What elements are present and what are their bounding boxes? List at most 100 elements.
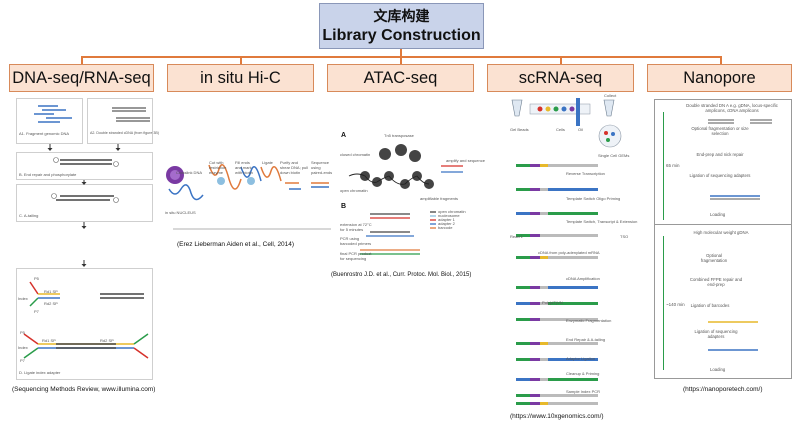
title-chinese: 文库构建 bbox=[373, 9, 430, 25]
category-atac: ATAC-seq bbox=[327, 64, 474, 92]
scrna-construct-segment bbox=[530, 402, 540, 405]
nanopore-divider bbox=[654, 224, 792, 225]
scrna-construct-segment bbox=[540, 318, 548, 321]
scrna-construct-segment bbox=[540, 378, 548, 381]
atac-label-fragments: amplifiable fragments bbox=[420, 196, 459, 201]
atac-panel-a-label: A bbox=[341, 132, 347, 139]
scrna-construct-segment bbox=[540, 358, 548, 361]
hi-c-graphic bbox=[166, 164, 331, 230]
scrna-construct-segment bbox=[540, 402, 548, 405]
dna-fragments-graphic bbox=[34, 105, 150, 123]
scrna-construct-segment bbox=[548, 302, 598, 305]
scrna-construct-segment bbox=[530, 318, 540, 321]
scrna-construct-segment bbox=[516, 188, 530, 191]
nanopore-bottom-barcode-graphic bbox=[708, 321, 758, 323]
dna-step-c-panel bbox=[16, 184, 153, 222]
nanopore-bottom-step-1: Optional fragmentation bbox=[700, 253, 728, 263]
connector-hi-c bbox=[240, 56, 242, 64]
scrna-label-oil: Oil bbox=[578, 127, 583, 132]
dna-seq-source: (Sequencing Methods Review, www.illumina… bbox=[12, 386, 156, 393]
scrna-construct-segment bbox=[548, 358, 598, 361]
scrna-construct-segment bbox=[516, 302, 530, 305]
connector-vertical-main bbox=[400, 49, 402, 57]
scrna-label-polydt: Poly(dT)VN bbox=[542, 300, 563, 305]
dna-label-p5-bottom: P5 bbox=[20, 330, 25, 335]
scrna-construct-segment bbox=[516, 234, 530, 237]
atac-transposition-graphic bbox=[348, 144, 463, 189]
hi-c-step-purify: Purify and shear DNA; pull down biotin bbox=[280, 160, 309, 175]
scrna-construct-segment bbox=[516, 164, 530, 167]
atac-label-open: open chromatin bbox=[340, 188, 368, 193]
dna-seq-arrowhead bbox=[47, 148, 53, 151]
scrna-construct-segment bbox=[516, 286, 530, 289]
connector-atac bbox=[400, 56, 402, 64]
nanopore-panel bbox=[654, 99, 792, 379]
scrna-step-7: Adaptor Ligation bbox=[566, 356, 596, 361]
category-dna-seq: DNA-seq/RNA-seq bbox=[9, 64, 154, 92]
dna-step-d-caption: D. Ligate index adapter bbox=[19, 370, 61, 375]
nanopore-top-adapter-graphic bbox=[710, 195, 760, 200]
connector-nanopore bbox=[720, 56, 722, 64]
scrna-label-read1: Read 1 bbox=[510, 234, 523, 239]
nanopore-bottom-step-3: Ligation of barcodes bbox=[690, 303, 730, 308]
dna-a-tailing-graphic bbox=[51, 193, 119, 203]
title-english: Library Construction bbox=[322, 27, 481, 44]
dna-seq-arrowhead bbox=[115, 148, 121, 151]
scrna-step-4: cDNA Amplification bbox=[566, 276, 600, 281]
atac-pcr-graphic bbox=[360, 211, 436, 255]
dna-label-p5-top: P5 bbox=[34, 276, 39, 281]
hi-c-step-sequence: Sequence using paired-ends bbox=[311, 160, 333, 175]
dna-step-d-panel bbox=[16, 268, 153, 380]
dna-label-p7-top: P7 bbox=[34, 309, 39, 314]
nanopore-top-step-2: End-prep and nick repair bbox=[696, 152, 744, 157]
scrna-construct-segment bbox=[540, 188, 548, 191]
nanopore-bottom-adapter-graphic bbox=[708, 349, 758, 351]
scrna-construct-segment bbox=[516, 378, 530, 381]
scrna-construct-segment bbox=[540, 394, 548, 397]
dna-seq-arrowhead bbox=[81, 264, 87, 267]
nanopore-timeline-bottom bbox=[663, 236, 664, 370]
atac-legend-2: adapter 1 bbox=[438, 217, 455, 222]
dna-step-b-caption: B. End repair and phosphorylate bbox=[19, 172, 77, 177]
hi-c-step-cut: Cut with restriction enzyme bbox=[209, 160, 227, 175]
hi-c-source: (Erez Lieberman Aiden et al., Cell, 2014… bbox=[177, 241, 295, 248]
hi-c-step-fill: Fill ends and mark with biotin bbox=[235, 160, 253, 175]
nanopore-bottom-step-5: Loading bbox=[710, 367, 726, 372]
atac-step-extension: extension at 72°C for 5 minutes bbox=[340, 222, 372, 232]
dna-step-a2-caption: A2. Double stranded cDNA (from figure 3B… bbox=[90, 131, 159, 135]
scrna-step-3: cDNA from poly-adenylated mRNA bbox=[538, 250, 600, 255]
connector-dna-seq bbox=[81, 56, 83, 64]
scrna-label-collect: Collect bbox=[604, 93, 617, 98]
scrna-construct-segment bbox=[530, 234, 540, 237]
scrna-construct-segment bbox=[540, 342, 548, 345]
scrna-construct-segment bbox=[530, 286, 540, 289]
nanopore-time-bottom: ~140 min bbox=[666, 302, 685, 307]
atac-legend-0: open chromatin bbox=[438, 209, 466, 214]
atac-source: (Buenrostro J.D. et al., Curr. Protoc. M… bbox=[331, 272, 472, 278]
scrna-construct-segment bbox=[516, 318, 530, 321]
nanopore-bottom-step-2: Combined FFPE repair and end-prep bbox=[689, 277, 743, 287]
nanopore-bottom-step-0: High molecular weight gDNA bbox=[693, 230, 749, 235]
nanopore-time-top: 65 min bbox=[666, 163, 680, 168]
scrna-construct-segment bbox=[548, 212, 598, 215]
scrna-step-2: Template Switch, Transcript & Extension bbox=[566, 219, 638, 224]
dna-label-rd2-top: Rd2 SP bbox=[44, 301, 58, 306]
hi-c-nucleus-label: in situ NUCLEUS bbox=[165, 210, 196, 215]
scrna-construct-segment bbox=[540, 286, 548, 289]
atac-legend-3: adapter 2 bbox=[438, 221, 455, 226]
hi-c-step-ligate: Ligate bbox=[262, 160, 273, 165]
scrna-construct-segment bbox=[530, 342, 540, 345]
dna-step-c-caption: C. A-tailing bbox=[19, 213, 39, 218]
scrna-step-9: Sample Index PCR bbox=[566, 389, 601, 394]
scrna-construct-segment bbox=[548, 378, 598, 381]
atac-legend-1: nucleosome bbox=[438, 213, 460, 218]
scrna-step-8: Cleanup & Priming bbox=[566, 371, 600, 376]
category-nanopore: Nanopore bbox=[647, 64, 792, 92]
nanopore-top-step-4: Loading bbox=[710, 212, 726, 217]
scrna-construct-segment bbox=[548, 234, 598, 237]
scrna-construct-segment bbox=[530, 256, 540, 259]
nanopore-bottom-step-4: Ligation of sequencing adapters bbox=[694, 329, 738, 339]
hi-c-step-crosslink: Crosslink DNA bbox=[176, 170, 203, 175]
dna-label-rd2-bottom: Rd2 SP bbox=[100, 338, 114, 343]
scrna-construct-segment bbox=[540, 256, 548, 259]
